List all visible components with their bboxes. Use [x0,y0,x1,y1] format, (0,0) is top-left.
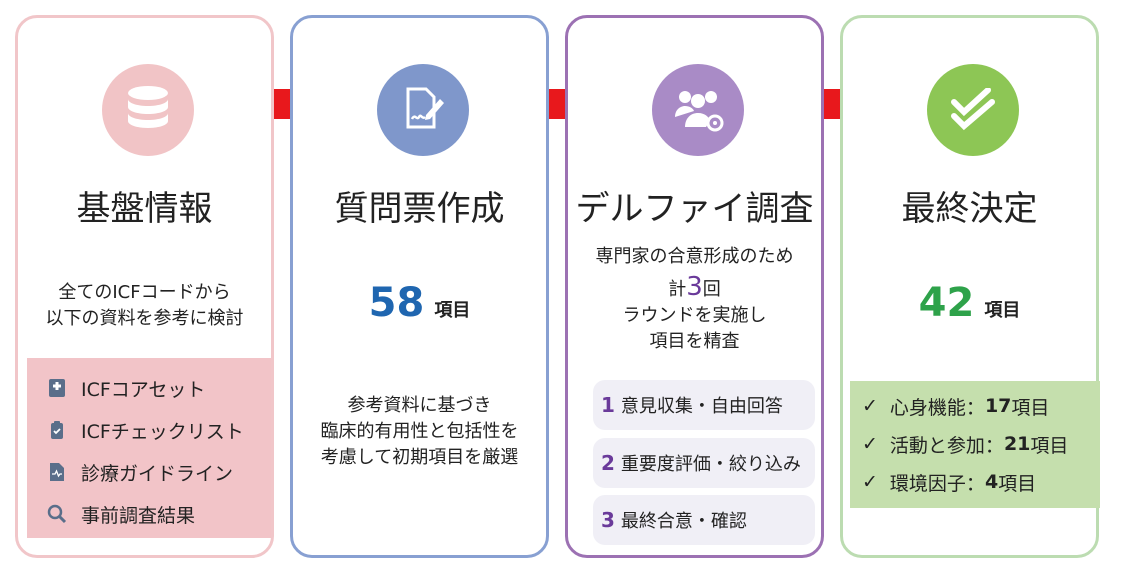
result-label: 心身機能： [889,396,985,419]
source-item: ICFコアセット [27,368,271,408]
round-number: 3 [601,508,615,532]
desc-line: 考慮して初期項目を厳選 [320,447,519,468]
source-list: ICFコアセット ICFチェックリスト 診療ガイドライン 事前調査結果 [27,358,271,538]
result-label: 活動と参加： [889,434,1004,457]
clipboard-check-icon [51,421,63,439]
source-item: 診療ガイドライン [27,452,271,492]
source-label: 事前調査結果 [81,504,196,527]
check-icon: ✓ [862,433,878,455]
desc-text: 計 [668,279,687,300]
result-unit: 項目 [1011,396,1050,419]
medical-book-icon [49,379,65,397]
desc-line: 臨床的有用性と包括性を [320,421,519,442]
step-card-foundation: 基盤情報 全てのICFコードから 以下の資料を参考に検討 ICFコアセット IC… [15,15,274,558]
round-label: 意見収集・自由回答 [620,396,783,417]
source-label: ICFコアセット [81,378,206,401]
step-title: 質問票作成 [334,189,505,229]
check-icon: ✓ [862,471,878,493]
step-description: 参考資料に基づき 臨床的有用性と包括性を 考慮して初期項目を厳選 [293,393,546,471]
count-unit: 項目 [434,300,471,321]
source-label: ICFチェックリスト [81,420,244,443]
check-icon: ✓ [862,395,878,417]
result-count: 21 [1003,433,1031,455]
item-count: 58 項目 [293,280,546,326]
result-unit: 項目 [998,472,1037,495]
round-label: 最終合意・確認 [620,511,747,532]
step-title: 基盤情報 [76,189,213,229]
source-item: 事前調査結果 [27,494,271,534]
step-description: 全てのICFコードから 以下の資料を参考に検討 [18,280,271,332]
desc-line: 全てのICFコードから [58,282,231,303]
database-icon [102,64,194,156]
desc-line: 以下の資料を参考に検討 [45,308,244,329]
desc-line: ラウンドを実施し [622,305,767,326]
count-value: 58 [368,280,425,326]
result-unit: 項目 [1030,434,1069,457]
step-description: 専門家の合意形成のため 計3回 ラウンドを実施し 項目を精査 [568,244,821,355]
round-count: 3 [686,272,703,302]
count-unit: 項目 [984,300,1021,321]
search-icon [47,504,67,524]
desc-text: 回 [702,279,721,300]
round-number: 2 [601,451,615,475]
medical-file-icon [50,463,64,481]
result-label: 環境因子： [889,472,985,495]
step-card-delphi: デルファイ調査 専門家の合意形成のため 計3回 ラウンドを実施し 項目を精査 1… [565,15,824,558]
round-number: 1 [601,393,615,417]
step-title: デルファイ調査 [575,189,814,229]
result-count: 17 [984,395,1012,417]
desc-line: 計3回 [568,274,821,303]
item-count: 42 項目 [843,280,1096,326]
step-card-questionnaire: 質問票作成 58 項目 参考資料に基づき 臨床的有用性と包括性を 考慮して初期項目… [290,15,549,558]
desc-line: 参考資料に基づき [347,395,492,416]
double-check-icon [927,64,1019,156]
count-value: 42 [918,280,975,326]
desc-line: 項目を精査 [649,331,740,352]
source-label: 診療ガイドライン [81,462,234,485]
round-label: 重要度評価・絞り込み [620,454,801,475]
document-signature-icon [377,64,469,156]
desc-line: 専門家の合意形成のため [595,246,794,267]
result-count: 4 [984,471,999,493]
step-title: 最終決定 [901,189,1038,229]
source-item: ICFチェックリスト [27,410,271,450]
team-settings-icon [652,64,744,156]
